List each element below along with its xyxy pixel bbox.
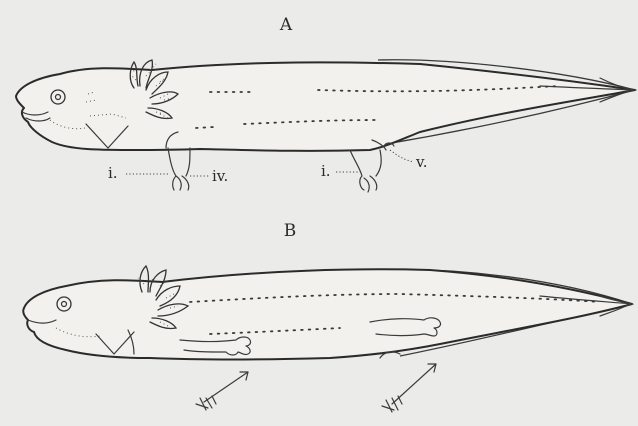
figure-a-body [16, 62, 635, 150]
figure-a-label: A [279, 15, 293, 35]
figure-a-label-i-fore: i. [108, 164, 118, 182]
figure-b-body [23, 269, 632, 359]
figure-a-axolotl: A [16, 15, 635, 192]
figure-b-arrow-hind [382, 364, 436, 412]
figure-a-label-iv: iv. [212, 167, 228, 185]
figure-b-arrow-front [196, 372, 248, 410]
figure-a-label-v: v. [415, 153, 427, 171]
figure-b-label: B [284, 221, 297, 241]
figure-b-axolotl: B [23, 221, 632, 412]
figure-a-label-i-hind: i. [321, 162, 331, 180]
